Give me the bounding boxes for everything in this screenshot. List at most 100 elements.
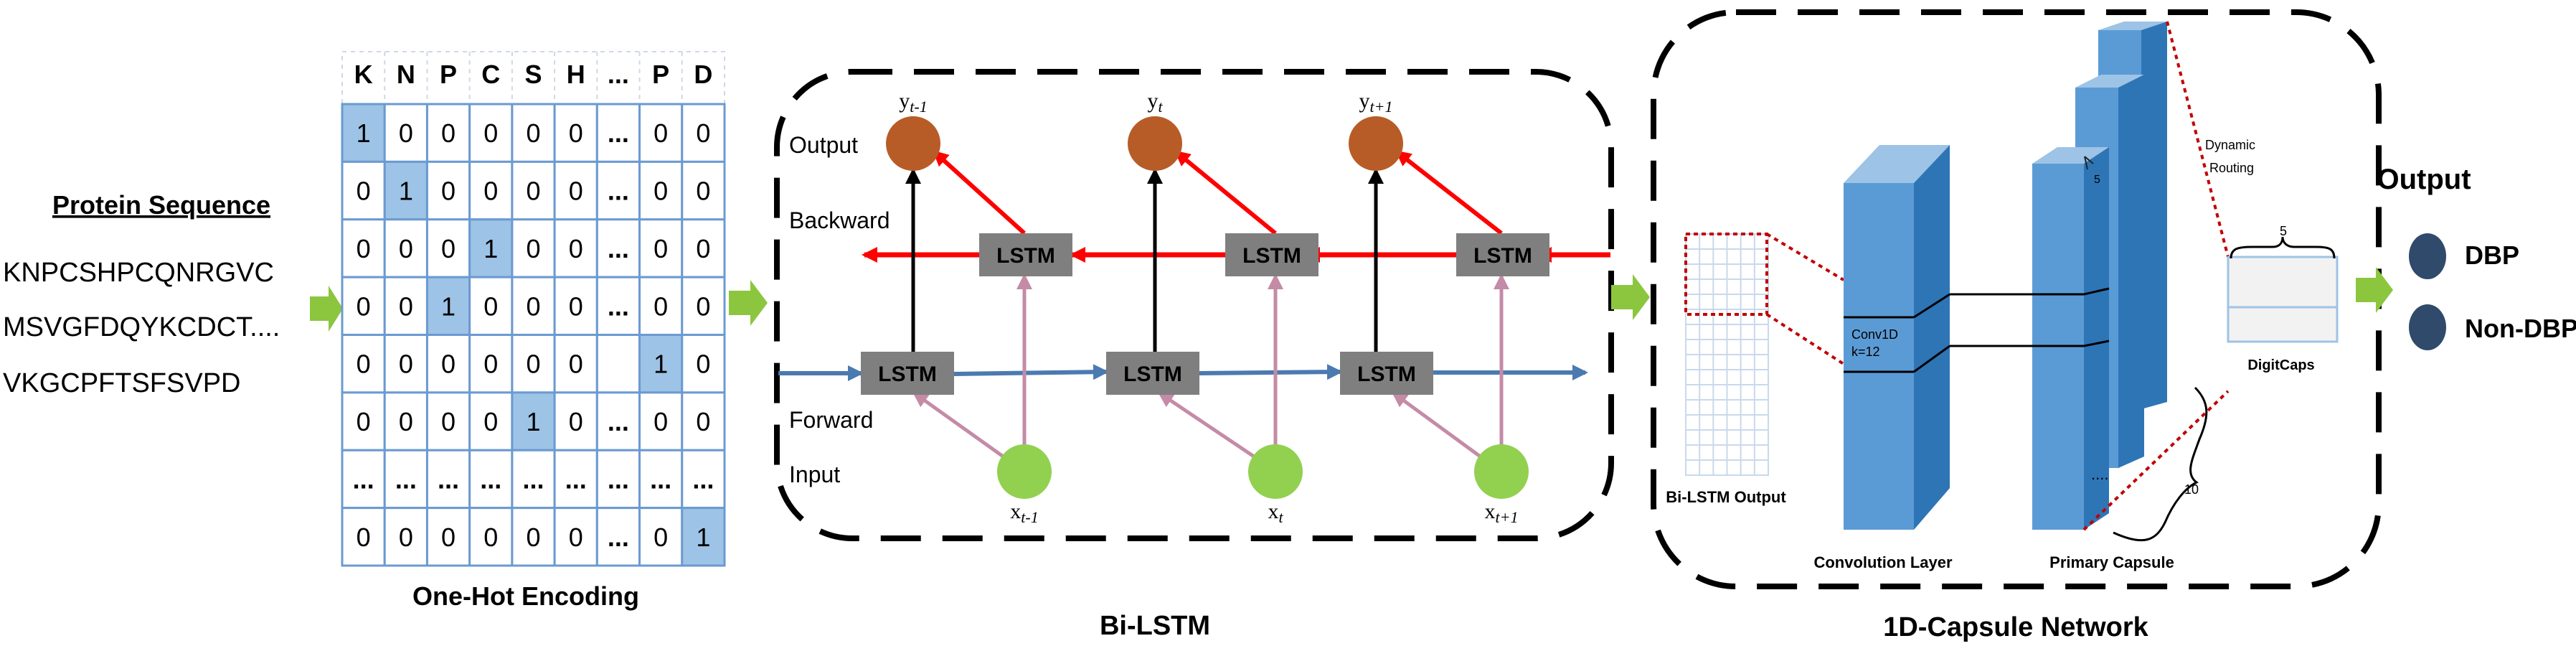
forward-lstm-box <box>1106 352 1199 395</box>
onehot-cell-value: 0 <box>357 407 371 436</box>
bilstm-output-window <box>1684 233 1768 316</box>
output-node <box>1128 116 1182 171</box>
onehot-cell-value: ... <box>608 118 629 148</box>
input-label: xt <box>1268 500 1283 526</box>
onehot-cell-value: 0 <box>399 523 413 552</box>
onehot-cell <box>681 507 726 567</box>
onehot-cell <box>595 276 641 336</box>
onehot-cell <box>341 160 386 221</box>
onehot-cell-value: 0 <box>654 118 668 148</box>
input-node <box>1474 444 1529 499</box>
output-title: Output <box>2377 164 2471 195</box>
onehot-cell-value: 0 <box>569 350 583 379</box>
input-label: xt+1 <box>1485 500 1519 526</box>
onehot-cell <box>511 160 556 221</box>
forward-arrow-1 <box>953 364 1109 380</box>
onehot-cell-value: 1 <box>696 523 710 552</box>
onehot-cell-value: 0 <box>526 291 540 321</box>
brace-5 <box>2230 236 2336 259</box>
onehot-cell-value: ... <box>522 464 544 494</box>
onehot-cell-value: ... <box>565 464 587 494</box>
backward-lstm-box <box>1225 233 1318 276</box>
onehot-cell-value: 0 <box>483 291 498 321</box>
onehot-cell <box>681 391 726 451</box>
bilstm-caption: Bi-LSTM <box>1100 611 1210 641</box>
onehot-cell-value: 0 <box>569 523 583 552</box>
flow-arrow-4 <box>2356 267 2393 313</box>
protein-sequence-1: KNPCSHPCQNRGVC <box>3 258 274 288</box>
onehot-cell-value: 0 <box>357 291 371 321</box>
input-to-forward-arrow <box>1391 391 1486 462</box>
onehot-cell-value: 0 <box>526 177 540 206</box>
output-label: yt-1 <box>899 89 927 116</box>
onehot-cell <box>595 218 641 278</box>
onehot-cell-value: 0 <box>696 407 710 436</box>
onehot-cell <box>468 449 514 510</box>
flow-arrow-3 <box>1611 274 1650 320</box>
onehot-cell-value: 0 <box>357 350 371 379</box>
onehot-caption: One-Hot Encoding <box>412 581 639 611</box>
onehot-cell-value: 1 <box>399 177 413 206</box>
onehot-cell <box>383 391 428 451</box>
onehot-cell <box>553 160 598 221</box>
onehot-cell-value: 0 <box>526 118 540 148</box>
protein-sequence-3: VKGCPFTSFSVPD <box>3 368 241 398</box>
onehot-cell-value: 0 <box>483 407 498 436</box>
onehot-cell-value: 0 <box>483 177 498 206</box>
onehot-cell <box>511 507 556 567</box>
onehot-header: P <box>652 60 669 89</box>
brace-10 <box>2113 386 2208 542</box>
routing-line-top <box>2166 21 2230 258</box>
onehot-header: S <box>524 60 542 89</box>
onehot-cell-value: 0 <box>696 291 710 321</box>
onehot-header-frame <box>341 51 725 105</box>
onehot-cell-value: 0 <box>569 291 583 321</box>
onehot-cell <box>638 507 684 567</box>
onehot-cell-value: ... <box>438 464 459 494</box>
onehot-cell <box>638 276 684 336</box>
conv-window-line-top <box>1765 233 1845 281</box>
onehot-cell-value: 0 <box>399 350 413 379</box>
flow-arrow-1 <box>310 286 343 332</box>
onehot-cell <box>383 507 428 567</box>
onehot-cell-value: 0 <box>654 177 668 206</box>
output-panel: Output DBP Non-DBP <box>2377 164 2576 350</box>
primary-capsule-box-1: 5 .... <box>2032 147 2110 530</box>
onehot-cell-value: 0 <box>399 291 413 321</box>
onehot-cell-value: 1 <box>526 407 540 436</box>
lstm-label: LSTM <box>1123 362 1182 386</box>
row-label-backward: Backward <box>789 207 890 233</box>
conv-label-1: Conv1D <box>1851 327 1898 342</box>
non-dbp-label: Non-DBP <box>2465 314 2576 343</box>
digitcaps-box <box>2227 256 2339 343</box>
brace-5-label: 5 <box>2280 224 2287 238</box>
dbp-label: DBP <box>2465 240 2519 270</box>
onehot-cell-value: ... <box>608 177 629 206</box>
onehot-cell-value: 1 <box>357 118 371 148</box>
backward-to-output-arrow <box>933 150 1027 235</box>
bilstm-output-label: Bi-LSTM Output <box>1666 488 1786 506</box>
row-label-output: Output <box>789 132 858 158</box>
onehot-header: C <box>481 60 500 89</box>
onehot-cell <box>468 391 514 451</box>
lstm-label: LSTM <box>878 362 937 386</box>
onehot-cell <box>383 218 428 278</box>
forward-lstm-box <box>1340 352 1433 395</box>
input-node <box>997 444 1052 499</box>
capsule-caption: 1D-Capsule Network <box>1883 612 2148 642</box>
output-label: yt <box>1147 89 1163 116</box>
convolution-layer-caption: Convolution Layer <box>1813 553 1953 571</box>
onehot-cell-value: ... <box>395 464 417 494</box>
onehot-cell-value: 0 <box>569 177 583 206</box>
onehot-cell-value: 0 <box>526 234 540 263</box>
onehot-cell-value: ... <box>608 291 629 321</box>
dbp-node <box>2409 233 2446 279</box>
protein-sequence-2: MSVGFDQYKCDCT.... <box>3 312 280 342</box>
conv-label-2: k=12 <box>1851 345 1880 359</box>
lstm-label: LSTM <box>996 244 1055 268</box>
onehot-cell-value: 0 <box>696 118 710 148</box>
forward-arrow-2 <box>1199 364 1343 380</box>
onehot-cell-value: 0 <box>483 118 498 148</box>
onehot-cell-value: 0 <box>569 234 583 263</box>
